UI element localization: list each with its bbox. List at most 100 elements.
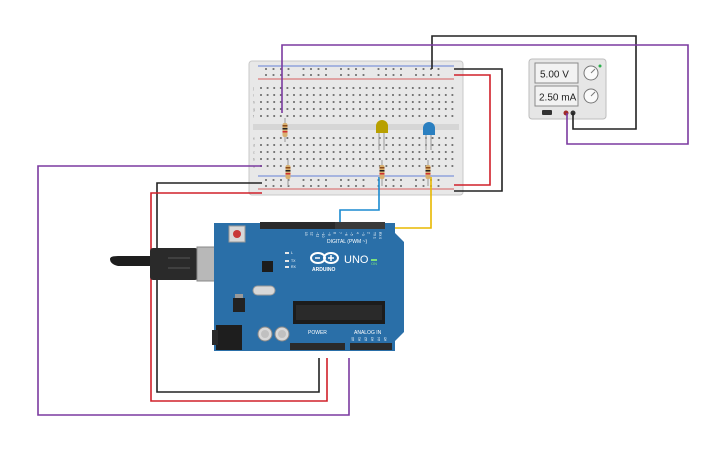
breadboard-hole[interactable] — [451, 115, 454, 117]
breadboard-hole[interactable] — [273, 115, 276, 117]
breadboard-hole[interactable] — [451, 144, 454, 146]
resistor-4[interactable] — [425, 160, 431, 186]
breadboard-hole[interactable] — [418, 165, 421, 167]
breadboard-hole[interactable] — [326, 158, 328, 160]
wire-purple-supply-positive[interactable] — [281, 44, 689, 145]
breadboard-hole[interactable] — [431, 115, 434, 117]
breadboard-hole[interactable] — [372, 87, 375, 89]
breadboard-hole[interactable] — [287, 74, 290, 76]
breadboard-hole[interactable] — [444, 101, 447, 103]
breadboard-hole[interactable] — [378, 108, 381, 110]
breadboard-hole[interactable] — [279, 87, 282, 89]
breadboard-hole[interactable] — [293, 158, 295, 160]
breadboard-hole[interactable] — [385, 101, 388, 103]
breadboard-hole[interactable] — [431, 165, 434, 167]
breadboard-hole[interactable] — [339, 115, 342, 117]
breadboard-hole[interactable] — [438, 158, 441, 160]
breadboard-hole[interactable] — [362, 74, 365, 76]
breadboard-hole[interactable] — [425, 158, 427, 160]
breadboard-hole[interactable] — [372, 151, 375, 153]
breadboard-hole[interactable] — [400, 74, 402, 76]
breadboard-hole[interactable] — [451, 101, 454, 103]
breadboard-hole[interactable] — [306, 101, 309, 103]
breadboard-hole[interactable] — [260, 87, 262, 89]
breadboard-hole[interactable] — [340, 68, 342, 70]
breadboard-hole[interactable] — [332, 165, 335, 167]
resistor-2[interactable] — [285, 160, 291, 186]
breadboard-hole[interactable] — [400, 179, 402, 181]
breadboard-hole[interactable] — [372, 94, 375, 96]
breadboard-hole[interactable] — [392, 101, 394, 103]
breadboard-hole[interactable] — [312, 101, 315, 103]
breadboard-hole[interactable] — [345, 108, 348, 110]
breadboard-hole[interactable] — [312, 151, 315, 153]
breadboard-hole[interactable] — [266, 94, 269, 96]
wire-blue-signal[interactable] — [339, 177, 380, 228]
breadboard-hole[interactable] — [352, 165, 355, 167]
breadboard-hole[interactable] — [385, 151, 388, 153]
breadboard-hole[interactable] — [339, 137, 342, 139]
breadboard-hole[interactable] — [430, 68, 432, 70]
breadboard-hole[interactable] — [347, 74, 350, 76]
breadboard-hole[interactable] — [280, 179, 282, 181]
breadboard-hole[interactable] — [279, 108, 282, 110]
breadboard-hole[interactable] — [451, 158, 454, 160]
breadboard-hole[interactable] — [293, 137, 295, 139]
breadboard-hole[interactable] — [340, 74, 342, 76]
breadboard-hole[interactable] — [418, 94, 421, 96]
breadboard-hole[interactable] — [451, 151, 454, 153]
breadboard-hole[interactable] — [272, 185, 275, 187]
breadboard-hole[interactable] — [411, 87, 414, 89]
breadboard-hole[interactable] — [326, 144, 328, 146]
breadboard-hole[interactable] — [425, 87, 427, 89]
breadboard-hole[interactable] — [339, 94, 342, 96]
breadboard-hole[interactable] — [365, 115, 368, 117]
breadboard-hole[interactable] — [273, 151, 276, 153]
breadboard-hole[interactable] — [306, 115, 309, 117]
breadboard-hole[interactable] — [299, 94, 302, 96]
breadboard-hole[interactable] — [437, 74, 440, 76]
breadboard-hole[interactable] — [260, 94, 262, 96]
breadboard-hole[interactable] — [345, 115, 348, 117]
breadboard-hole[interactable] — [372, 158, 375, 160]
breadboard-hole[interactable] — [431, 137, 434, 139]
breadboard-hole[interactable] — [385, 74, 387, 76]
breadboard-hole[interactable] — [266, 115, 269, 117]
breadboard-hole[interactable] — [266, 108, 269, 110]
breadboard-hole[interactable] — [359, 144, 361, 146]
breadboard-hole[interactable] — [355, 179, 357, 181]
breadboard-hole[interactable] — [378, 151, 381, 153]
breadboard-hole[interactable] — [302, 68, 305, 70]
breadboard-hole[interactable] — [299, 101, 302, 103]
breadboard-hole[interactable] — [444, 165, 447, 167]
breadboard-hole[interactable] — [352, 137, 355, 139]
breadboard-hole[interactable] — [345, 94, 348, 96]
breadboard-hole[interactable] — [306, 87, 309, 89]
breadboard-hole[interactable] — [325, 179, 327, 181]
breadboard-hole[interactable] — [411, 158, 414, 160]
breadboard-hole[interactable] — [312, 87, 315, 89]
breadboard-hole[interactable] — [265, 185, 267, 187]
breadboard-hole[interactable] — [310, 185, 312, 187]
breadboard-hole[interactable] — [312, 144, 315, 146]
breadboard-hole[interactable] — [319, 158, 322, 160]
breadboard-hole[interactable] — [279, 115, 282, 117]
breadboard-hole[interactable] — [392, 185, 395, 187]
breadboard-hole[interactable] — [326, 137, 328, 139]
digital-header[interactable] — [260, 222, 385, 229]
breadboard-hole[interactable] — [299, 158, 302, 160]
breadboard-hole[interactable] — [398, 137, 401, 139]
breadboard-hole[interactable] — [359, 151, 361, 153]
breadboard-hole[interactable] — [317, 179, 320, 181]
breadboard-hole[interactable] — [339, 158, 342, 160]
wire-red-5v[interactable] — [150, 192, 328, 402]
breadboard-hole[interactable] — [438, 94, 441, 96]
breadboard-hole[interactable] — [352, 151, 355, 153]
breadboard-hole[interactable] — [340, 185, 342, 187]
breadboard-hole[interactable] — [365, 158, 368, 160]
breadboard-hole[interactable] — [451, 108, 454, 110]
breadboard-hole[interactable] — [444, 94, 447, 96]
breadboard-hole[interactable] — [299, 165, 302, 167]
breadboard-hole[interactable] — [279, 137, 282, 139]
breadboard-hole[interactable] — [365, 137, 368, 139]
